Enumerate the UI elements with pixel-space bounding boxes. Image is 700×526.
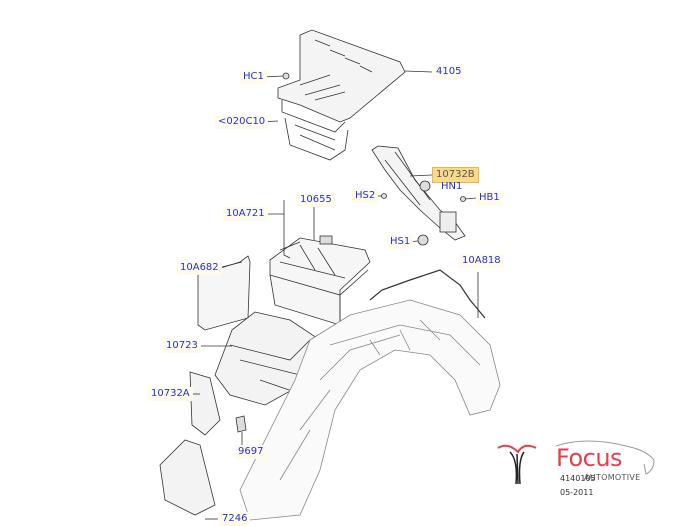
battery-cover-part (277, 29, 406, 161)
bracket-part (282, 72, 466, 246)
battery-part (269, 235, 371, 326)
brand-name: Focus (556, 444, 623, 472)
brand-subtitle: AUTOMOTIVE (584, 473, 641, 482)
callout-hs2[interactable]: HS2 (352, 189, 379, 203)
callout-10732b-highlighted[interactable]: 10732B (432, 167, 479, 183)
callout-10732a[interactable]: 10732A (148, 387, 193, 401)
callout-hn1[interactable]: HN1 (441, 181, 463, 192)
wheel-arch-liner (239, 299, 501, 521)
focus-automotive-logo-icon (497, 440, 655, 485)
callout-10655[interactable]: 10655 (297, 193, 335, 207)
callout-10723[interactable]: 10723 (163, 339, 201, 353)
callout-9697[interactable]: 9697 (235, 445, 267, 459)
callout-10a682[interactable]: 10A682 (177, 261, 222, 275)
diagram-number: 4140105 (560, 474, 596, 483)
callout-hs1[interactable]: HS1 (387, 235, 414, 249)
callout-020c10[interactable]: <020C10 (215, 115, 269, 129)
callout-hb1[interactable]: HB1 (476, 191, 503, 205)
callout-7246[interactable]: 7246 (219, 512, 251, 526)
callout-10a818[interactable]: 10A818 (459, 254, 504, 268)
callout-4105[interactable]: 4105 (433, 65, 465, 79)
diagram-date: 05-2011 (560, 488, 594, 497)
callout-10a721[interactable]: 10A721 (223, 207, 268, 221)
callout-hc1[interactable]: HC1 (240, 70, 267, 84)
